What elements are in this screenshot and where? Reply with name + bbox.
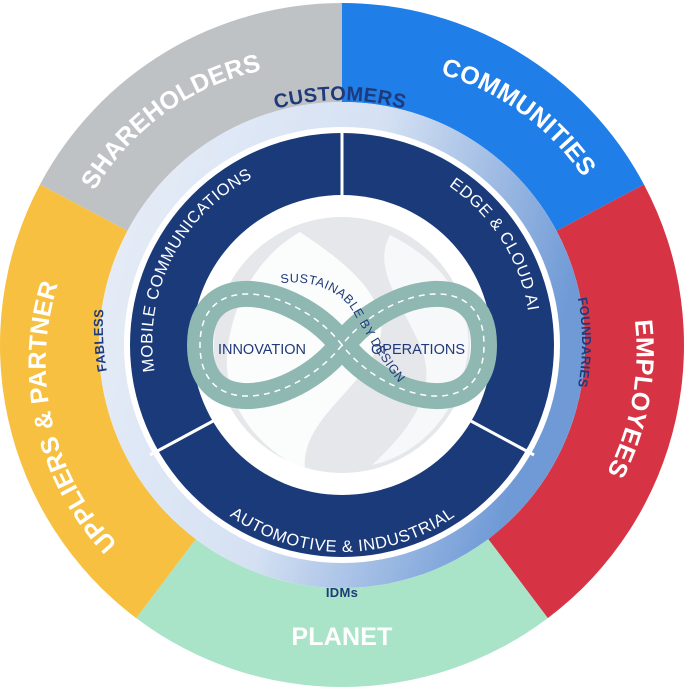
segment-employees bbox=[488, 184, 684, 619]
segment-suppliers bbox=[0, 184, 196, 619]
segment-communities bbox=[342, 3, 644, 231]
label-idms: IDMs bbox=[326, 585, 358, 600]
infinity-road bbox=[187, 281, 497, 409]
label-innovation: INNOVATION bbox=[218, 342, 306, 358]
segment-planet bbox=[136, 539, 548, 687]
segment-shareholders bbox=[40, 2, 342, 231]
label-foundaries: FOUNDARIES bbox=[575, 296, 594, 389]
label-operations: OPERATIONS bbox=[371, 342, 465, 358]
label-fabless: FABLESS bbox=[91, 308, 110, 373]
label-planet: PLANET bbox=[291, 623, 392, 651]
